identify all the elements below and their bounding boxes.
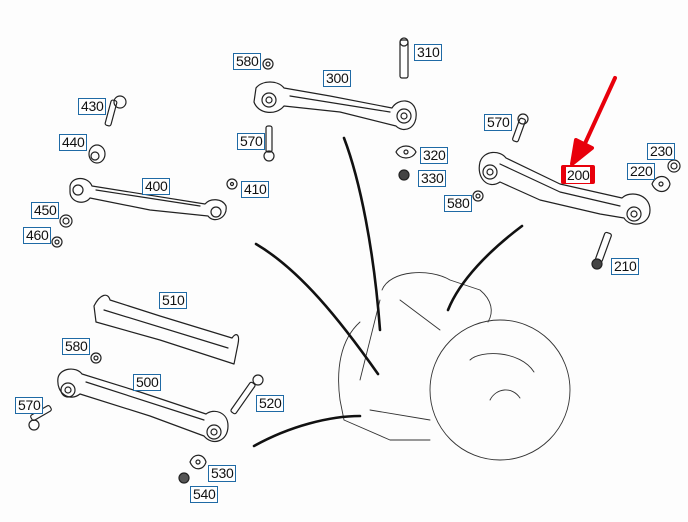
label-410[interactable]: 410 [241, 181, 270, 198]
label-460[interactable]: 460 [23, 227, 52, 244]
label-570-top[interactable]: 570 [237, 133, 266, 150]
bushing-440 [88, 144, 106, 164]
control-arm-500 [57, 368, 229, 443]
label-570-right[interactable]: 570 [484, 114, 513, 131]
label-440[interactable]: 440 [59, 134, 88, 151]
bolt-430 [104, 95, 127, 127]
reinforcement-510 [93, 294, 240, 365]
label-520[interactable]: 520 [256, 395, 285, 412]
label-450[interactable]: 450 [31, 202, 60, 219]
washer-530 [189, 454, 207, 470]
label-220[interactable]: 220 [627, 163, 656, 180]
wheel-carrier [338, 272, 571, 461]
label-300[interactable]: 300 [323, 70, 352, 87]
label-500[interactable]: 500 [133, 374, 162, 391]
label-580-bottom[interactable]: 580 [62, 338, 91, 355]
label-200-highlighted[interactable]: 200 [561, 165, 596, 184]
label-530[interactable]: 530 [208, 465, 237, 482]
label-430[interactable]: 430 [78, 98, 107, 115]
bolt-520 [230, 374, 264, 415]
label-310[interactable]: 310 [414, 44, 443, 61]
washer-450 [59, 214, 73, 228]
control-arm-200 [478, 151, 651, 225]
bolt-570-right [512, 113, 529, 143]
nut-580-right [472, 190, 484, 202]
label-400[interactable]: 400 [142, 178, 171, 195]
label-580-top[interactable]: 580 [233, 53, 262, 70]
washer-220 [651, 175, 671, 193]
label-540[interactable]: 540 [190, 486, 219, 503]
control-arm-400 [69, 177, 227, 221]
label-230[interactable]: 230 [647, 143, 676, 160]
label-320[interactable]: 320 [420, 147, 449, 164]
bolt-570-top [263, 125, 275, 162]
highlight-arrow [570, 76, 617, 166]
label-510[interactable]: 510 [159, 292, 188, 309]
washer-230 [667, 159, 681, 173]
washer-320 [395, 145, 417, 159]
nut-580-bottom [90, 352, 102, 364]
nut-580-top [262, 58, 274, 70]
washer-410 [226, 178, 238, 190]
label-570-bottom[interactable]: 570 [15, 397, 44, 414]
nut-330 [398, 169, 410, 181]
nut-540 [178, 472, 190, 484]
label-200-text: 200 [566, 167, 591, 183]
control-arm-300 [253, 81, 417, 131]
label-580-right[interactable]: 580 [444, 195, 473, 212]
bolt-310 [399, 37, 409, 79]
pointer-arrows [252, 136, 524, 448]
nut-460 [51, 236, 63, 248]
bolt-210 [591, 231, 612, 270]
label-330[interactable]: 330 [418, 170, 447, 187]
label-210[interactable]: 210 [611, 258, 640, 275]
